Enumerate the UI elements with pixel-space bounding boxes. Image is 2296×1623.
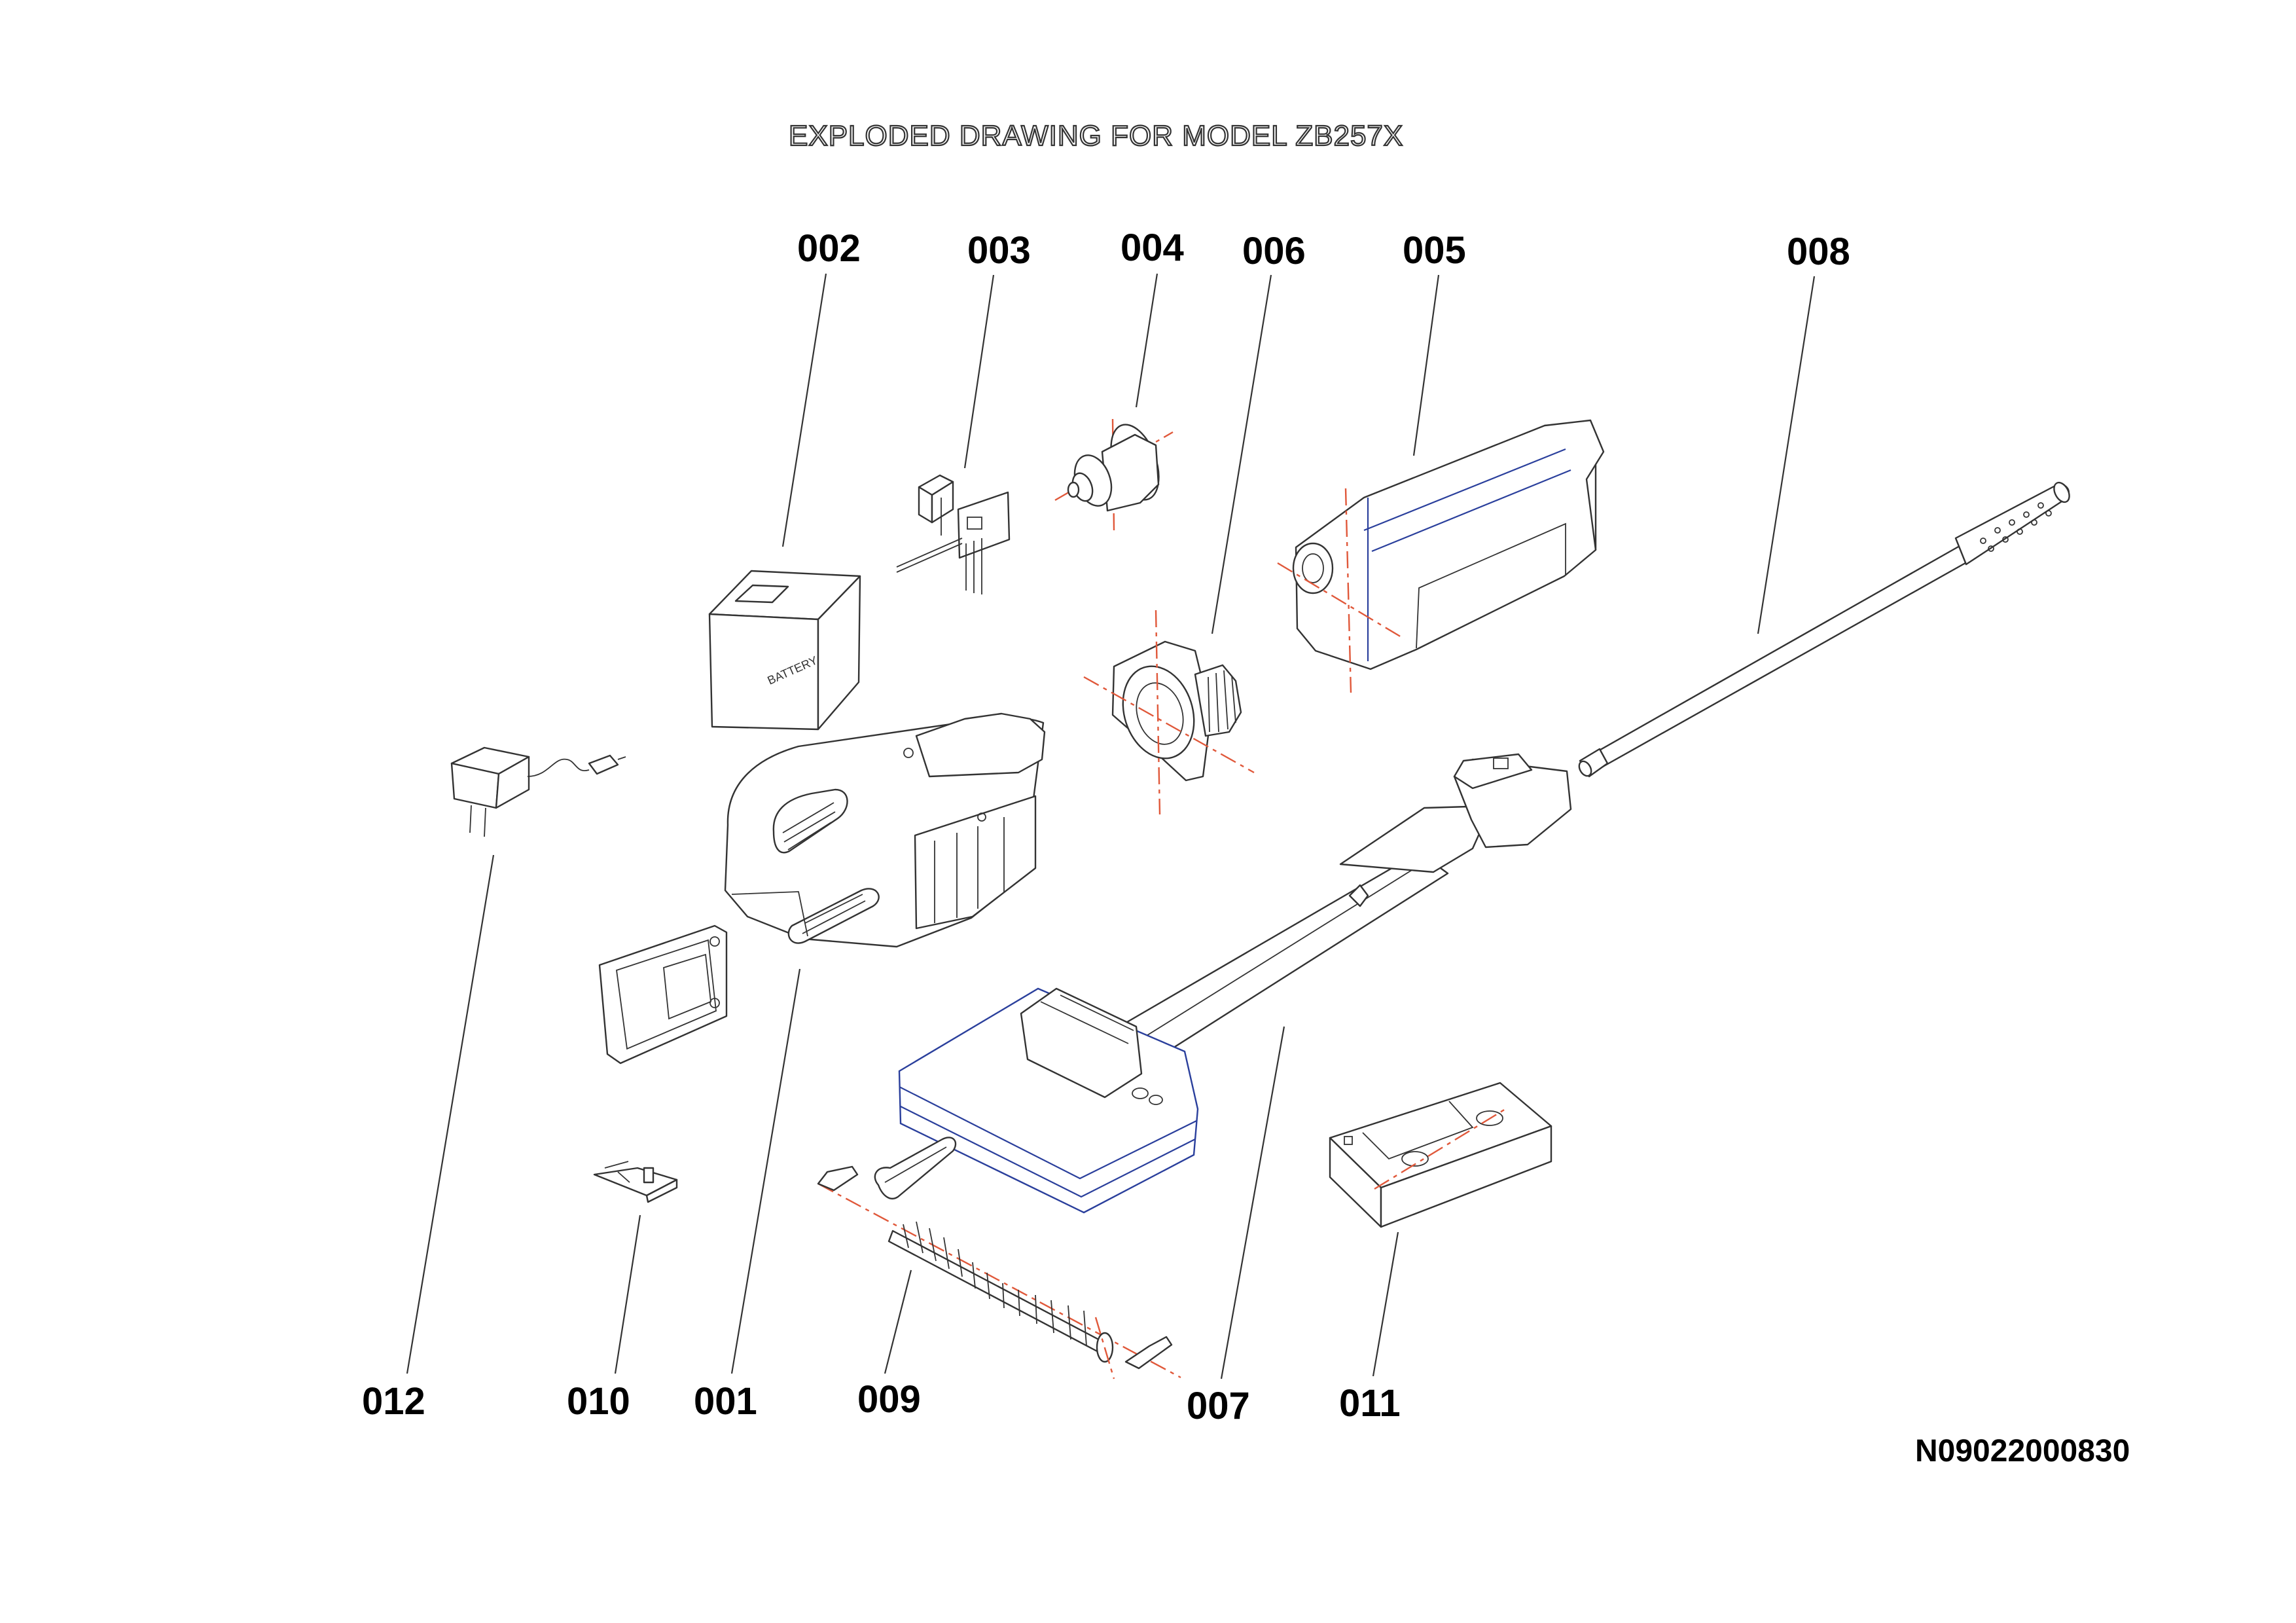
part-side-cover [598, 924, 728, 1065]
callout-004: 004 [1121, 227, 1184, 269]
part-007-nozzle-frame [898, 753, 1572, 1214]
callout-003: 003 [967, 229, 1031, 272]
brush-bristles [903, 1221, 1087, 1347]
part-008-handle-tube [1578, 481, 2070, 778]
part-011-charging-base [1329, 1082, 1552, 1228]
callout-012: 012 [362, 1380, 425, 1423]
callout-010: 010 [567, 1380, 630, 1423]
part-009-brush-roll [817, 1137, 1181, 1379]
callout-002: 002 [797, 227, 861, 270]
drawing-title: EXPLODED DRAWING FOR MODEL ZB257X [789, 120, 1403, 152]
callout-009: 009 [857, 1378, 921, 1421]
part-004-motor [1054, 418, 1174, 531]
callout-006: 006 [1242, 230, 1306, 272]
part-012-charger [450, 746, 626, 837]
callout-007: 007 [1187, 1385, 1250, 1427]
drawing-code: N09022000830 [1915, 1434, 2130, 1468]
callout-008: 008 [1787, 230, 1850, 273]
part-005-dust-container [1277, 419, 1605, 693]
part-010-switch-bracket [593, 1161, 678, 1203]
part-006-filter-housing [1083, 610, 1255, 815]
part-001-main-body [724, 712, 1046, 948]
callout-005: 005 [1403, 229, 1466, 272]
part-002-battery: BATTERY [708, 570, 861, 731]
callout-001: 001 [694, 1380, 757, 1423]
part-003-switch-board [896, 474, 1011, 594]
leader-lines [406, 273, 1816, 1379]
callout-011: 011 [1339, 1382, 1401, 1425]
